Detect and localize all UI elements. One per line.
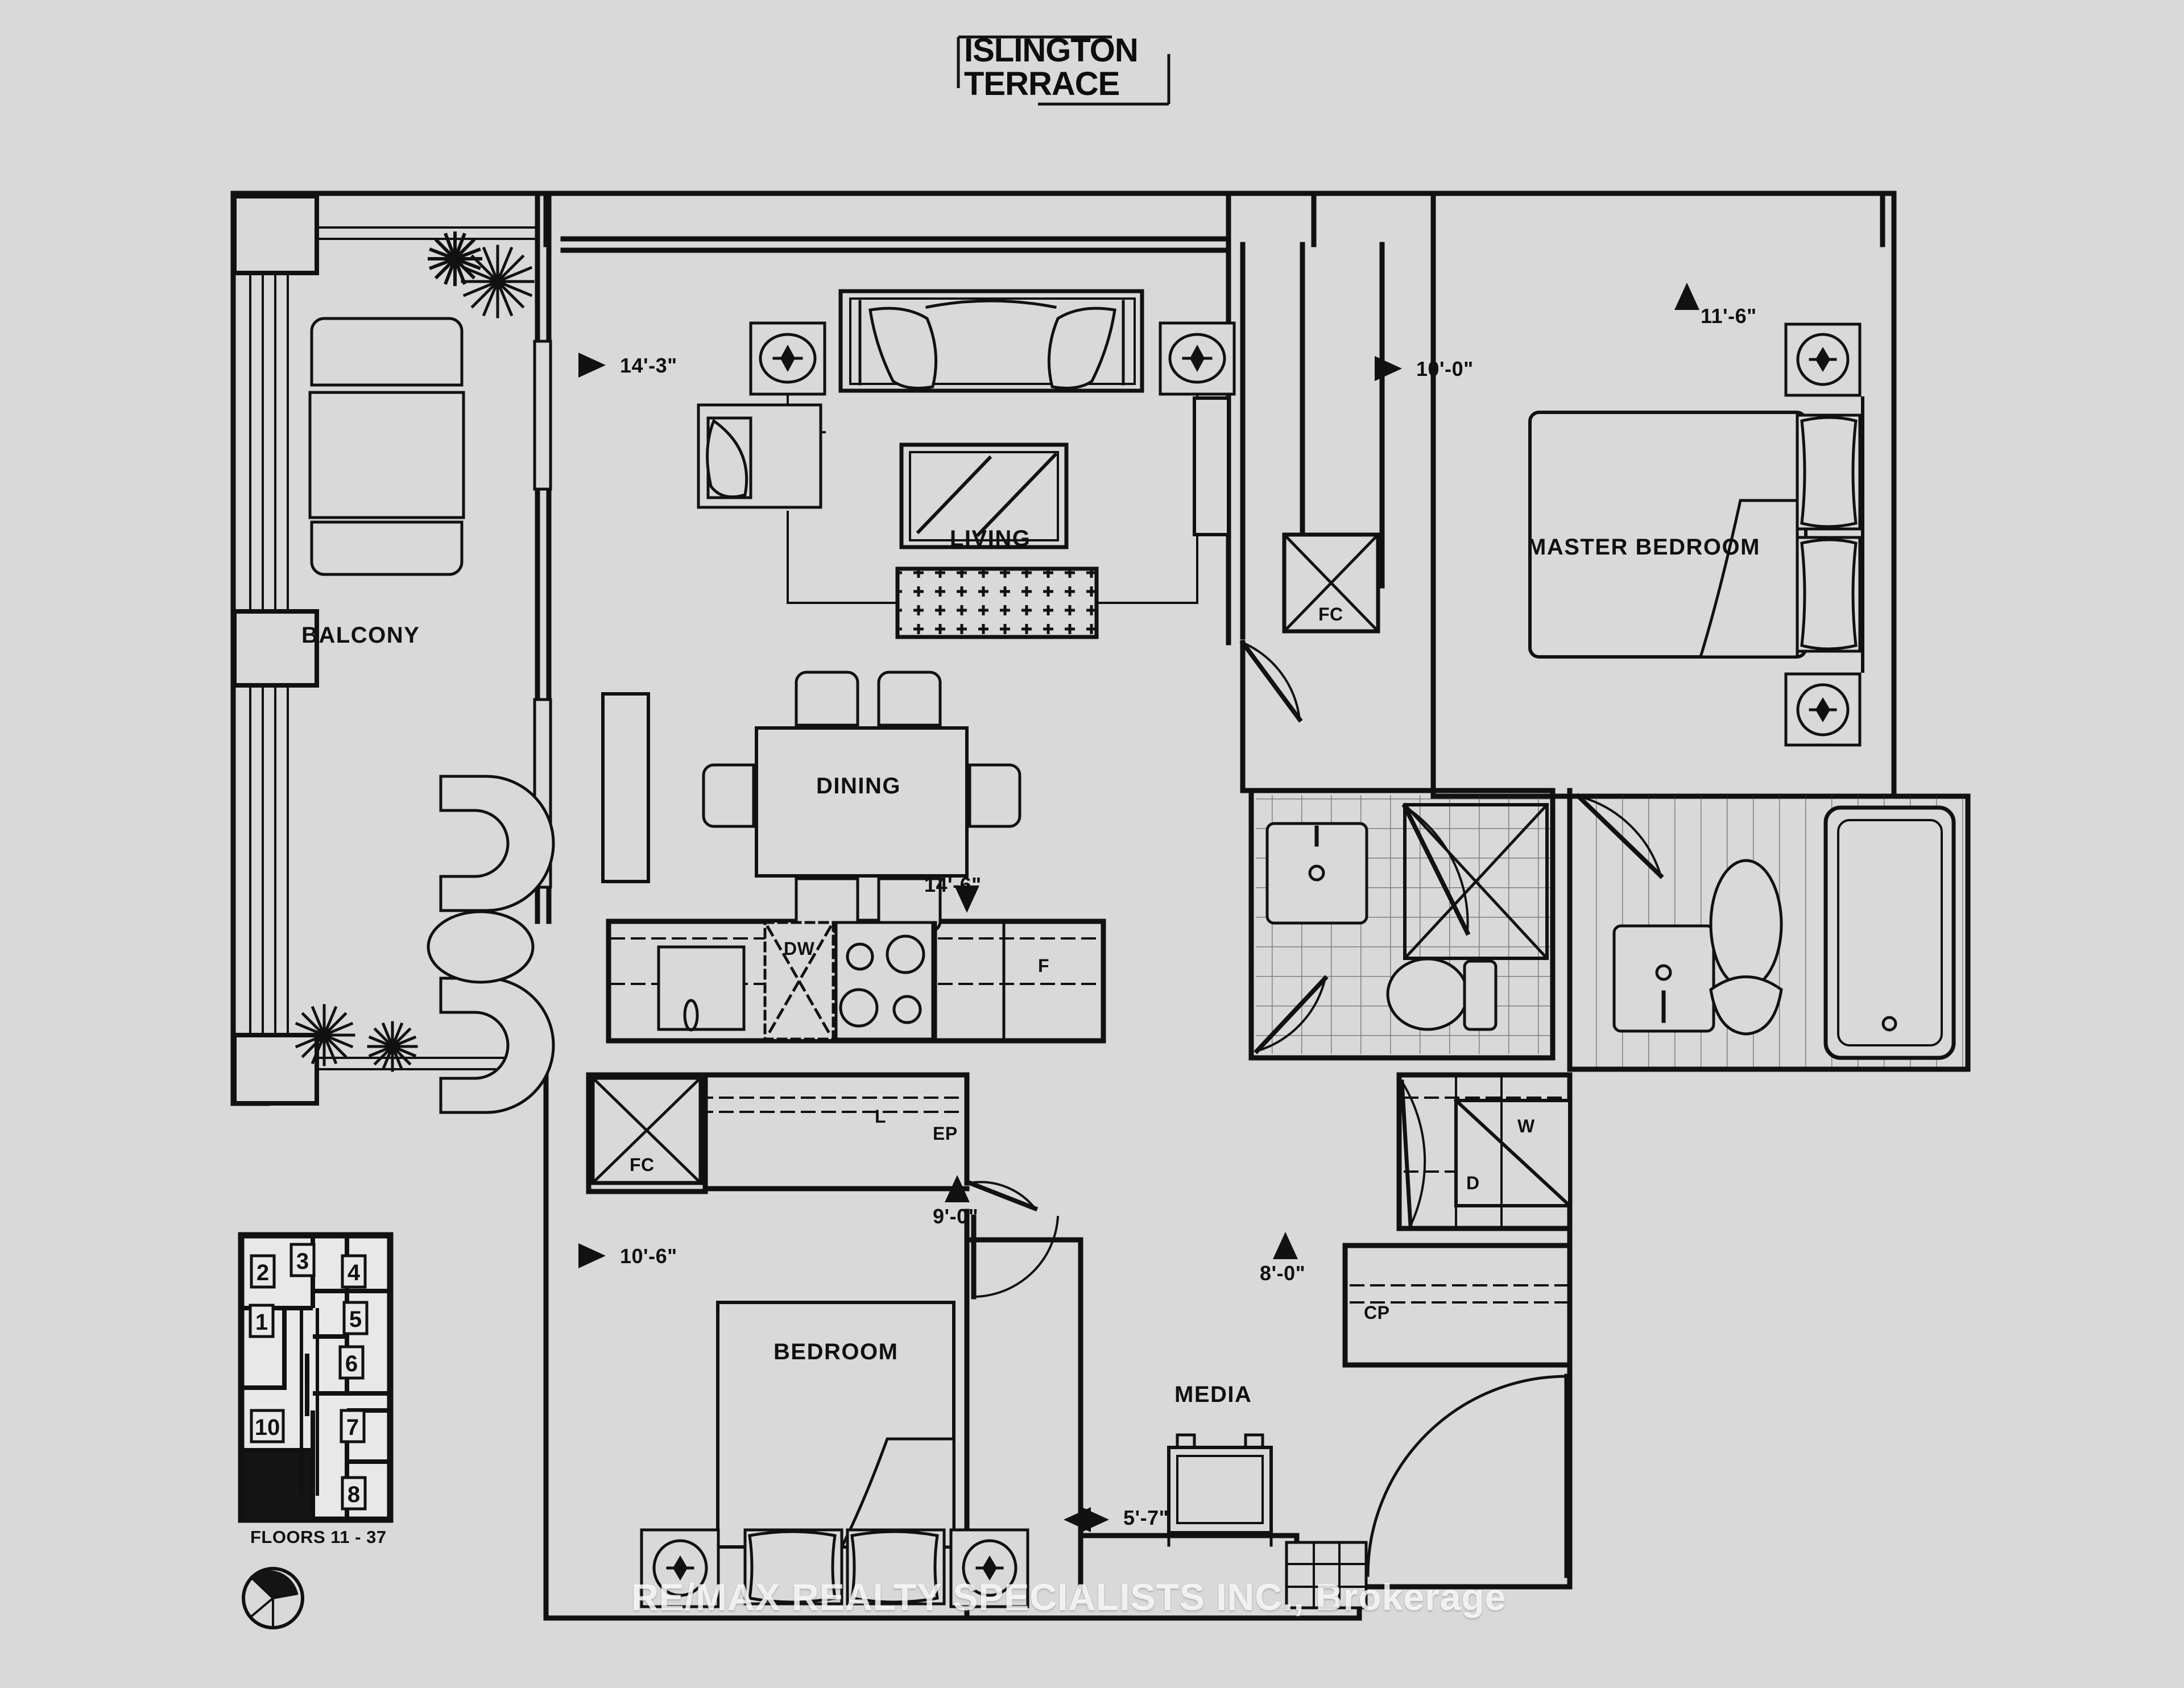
key-plan-diagram: 1 2 3 4 5 6 7 8 10 (238, 1232, 394, 1523)
dimension-laundry-width: 9'-0" (933, 1205, 979, 1228)
room-label-bedroom: BEDROOM (774, 1339, 899, 1364)
room-label-dining: DINING (816, 773, 901, 799)
linen-label: L (875, 1106, 887, 1127)
room-label-balcony: BALCONY (301, 623, 420, 648)
room-label-master-bedroom: MASTER BEDROOM (1527, 535, 1760, 560)
dimension-den-width: 10'-0" (1416, 357, 1474, 380)
dimension-arrows (578, 283, 1699, 1532)
logo-bracket-frame (957, 35, 1170, 106)
dimension-foyer-width: 8'-0" (1260, 1261, 1306, 1285)
dimension-kitchen-width: 14'-6" (924, 873, 982, 896)
key-plan-unit-1: 1 (255, 1310, 268, 1335)
key-plan-floors-label: FLOORS 11 - 37 (250, 1527, 387, 1547)
key-plan-unit-8: 8 (348, 1482, 360, 1507)
key-plan-unit-9-highlight (243, 1450, 311, 1519)
fan-coil-units (590, 532, 1380, 1185)
compass-rose (239, 1564, 307, 1632)
door-swings (966, 639, 1570, 1578)
interior-walls (560, 202, 1971, 1621)
washer-label: W (1517, 1116, 1535, 1136)
plant-symbols (293, 231, 535, 1072)
dimension-living-width: 14'-3" (620, 354, 677, 377)
main-bathroom (1574, 793, 1966, 1067)
master-bedroom-furniture (1528, 322, 1864, 747)
electrical-panel-label: EP (933, 1123, 958, 1144)
dimension-bedroom-width: 10'-6" (620, 1244, 677, 1268)
bedroom-furniture (640, 1301, 1029, 1608)
key-plan-unit-5: 5 (349, 1307, 362, 1332)
closet-pantry-label: CP (1364, 1302, 1390, 1323)
fridge-label: F (1038, 955, 1050, 976)
key-plan-unit-6: 6 (345, 1351, 358, 1376)
dryer-label: D (1466, 1173, 1480, 1193)
logo-line-1: ISLINGTON (964, 32, 1139, 69)
dimension-master-width: 11'-6" (1701, 304, 1757, 328)
ensuite-bathroom (1254, 795, 1550, 1054)
fan-coil-label-foyer: FC (1318, 604, 1343, 624)
key-plan-unit-4: 4 (348, 1260, 361, 1285)
logo-line-2: TERRACE (964, 65, 1120, 103)
dimension-media-width: 5'-7" (1123, 1506, 1169, 1529)
media-furniture (1167, 1433, 1368, 1610)
room-label-living: LIVING (950, 526, 1031, 551)
islington-terrace-logo: ISLINGTON TERRACE (941, 31, 1186, 108)
key-plan[interactable]: 1 2 3 4 5 6 7 8 10 (216, 1223, 421, 1541)
balcony-furniture (308, 317, 650, 1114)
room-label-media: MEDIA (1174, 1382, 1252, 1407)
dishwasher-label: DW (784, 938, 815, 959)
key-plan-unit-7: 7 (346, 1415, 359, 1440)
key-plan-unit-3: 3 (296, 1249, 309, 1274)
key-plan-unit-numbers: 1 2 3 4 5 6 7 8 10 (255, 1249, 362, 1507)
key-plan-unit-2: 2 (257, 1260, 269, 1285)
living-furniture (697, 289, 1236, 639)
logo-text: ISLINGTON TERRACE (964, 32, 1139, 103)
kitchen-fixtures (657, 921, 1006, 1041)
laundry-closet (1400, 1075, 1573, 1228)
fan-coil-label-kitchen: FC (630, 1155, 655, 1175)
key-plan-unit-10: 10 (255, 1415, 280, 1440)
balcony-piers (232, 194, 319, 1106)
